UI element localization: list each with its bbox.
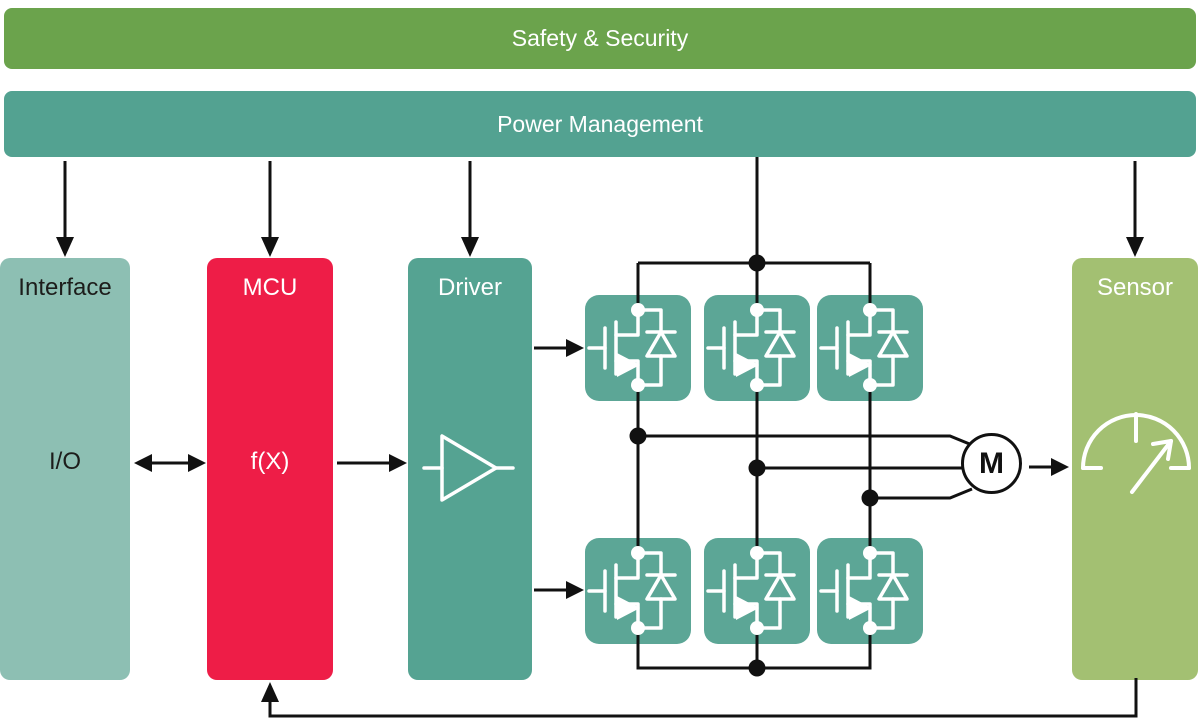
return-bus-junction-dot — [748, 659, 766, 677]
igbt-cell-top-1 — [585, 295, 691, 401]
sensor-title: Sensor — [1096, 274, 1174, 301]
interface-title: Interface — [18, 274, 112, 301]
inverter-cell-bodies — [585, 295, 923, 644]
sensor-feedback-wire — [261, 678, 1138, 718]
safety-security-bar: Safety & Security — [4, 8, 1196, 69]
interface-block: Interface I/O — [0, 258, 130, 680]
motor-symbol: M — [961, 433, 1022, 494]
mcu-block: MCU f(X) — [207, 258, 333, 680]
igbt-cell-top-2 — [704, 295, 810, 401]
driver-title: Driver — [438, 274, 502, 301]
igbt-cell-bottom-1 — [585, 538, 691, 644]
phase-b-junction-dot — [748, 459, 766, 477]
power-management-bar: Power Management — [4, 91, 1196, 157]
motor-label: M — [979, 446, 1004, 480]
phase-a-junction-dot — [629, 427, 647, 445]
igbt-cell-top-3 — [817, 295, 923, 401]
power-management-label: Power Management — [497, 110, 703, 137]
power-supply-arrows — [56, 161, 1144, 257]
igbt-cell-bottom-3 — [817, 538, 923, 644]
phase-c-junction-dot — [861, 489, 879, 507]
mcu-fx-label: f(X) — [250, 448, 290, 475]
gauge-icon — [1081, 412, 1191, 494]
mcu-title: MCU — [242, 274, 298, 301]
driver-to-low-side-arrow — [534, 581, 584, 599]
mcu-driver-arrow — [337, 454, 407, 472]
phase-wires — [629, 385, 973, 553]
igbt-cell-bottom-2 — [704, 538, 810, 644]
safety-security-label: Safety & Security — [511, 25, 689, 51]
io-mcu-bidirectional-arrow — [134, 454, 206, 472]
motor-sensor-arrow — [1029, 458, 1069, 476]
driver-to-high-side-arrow — [534, 339, 584, 357]
dc-bus-wires — [636, 157, 872, 310]
interface-io-label: I/O — [48, 448, 81, 475]
amplifier-icon — [422, 434, 515, 502]
dc-bus-junction-dot — [748, 254, 766, 272]
return-bus-wires — [636, 628, 872, 677]
